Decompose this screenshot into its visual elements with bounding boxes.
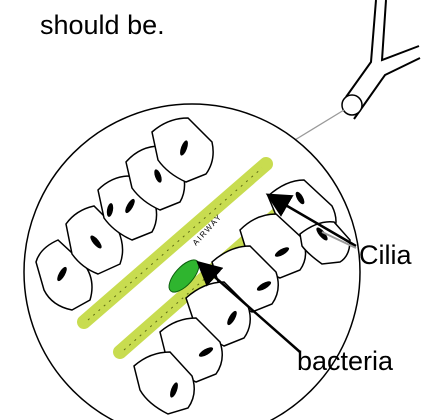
cilia-label: Cilia bbox=[359, 238, 412, 272]
bacteria-label: bacteria bbox=[297, 344, 393, 378]
zoom-origin-circle bbox=[342, 95, 362, 115]
